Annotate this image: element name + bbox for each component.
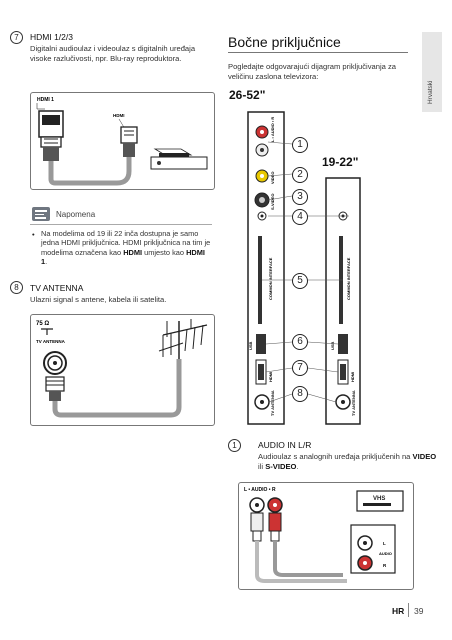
callout-1: 1: [292, 137, 308, 153]
ci-slot-label: COMMON INTERFACE: [268, 257, 273, 300]
footer-page-number: 39: [414, 606, 424, 616]
hdmi-cable-label: HDMI: [113, 113, 125, 118]
ci-slot-label-small: COMMON INTERFACE: [346, 257, 351, 300]
antenna-port-label-large: TV ANTENNA: [270, 390, 275, 416]
item-8-number: 8: [10, 281, 23, 294]
language-tab-label: Hrvatski: [427, 80, 434, 104]
plug-label-r: R: [383, 563, 387, 568]
section-title: Bočne priključnice: [228, 34, 341, 50]
note-bullet: •: [32, 230, 35, 239]
item-1-title: AUDIO IN L/R: [258, 440, 312, 450]
item-7-title: HDMI 1/2/3: [30, 32, 73, 42]
audio-connection-illustration: L • AUDIO • R VHS L AUDIO R: [244, 487, 404, 583]
size-label-large: 26-52": [229, 88, 266, 102]
antenna-port-label: TV ANTENNA: [36, 339, 66, 344]
audio-diagram-port-label: L • AUDIO • R: [244, 487, 276, 493]
vhs-label: VHS: [373, 496, 385, 502]
hdmi-port-label-large: HDMI: [268, 372, 273, 382]
audio-port-label: L • AUDIO • R: [270, 117, 275, 142]
note-text: Na modelima od 19 ili 22 inča dostupna j…: [41, 229, 211, 267]
ohm-label: 75 Ω: [36, 321, 49, 327]
item-7-number: 7: [10, 31, 23, 44]
callout-8: 8: [292, 386, 308, 402]
size-label-small: 19-22": [322, 155, 359, 169]
item-1-number: 1: [228, 439, 241, 452]
callout-4: 4: [292, 209, 308, 225]
hdmi-port-label: HDMI 1: [37, 97, 54, 103]
callout-5: 5: [292, 273, 308, 289]
item-8-text: Ulazni signal s antene, kabela ili satel…: [30, 295, 167, 304]
usb-port-label: USB: [248, 341, 253, 350]
video-port-label: VIDEO: [270, 172, 275, 184]
footer-language: HR: [392, 606, 405, 616]
language-tab: Hrvatski: [422, 32, 442, 112]
item-8-title: TV ANTENNA: [30, 283, 84, 293]
plug-label-l: L: [383, 541, 386, 546]
note-icon: [32, 207, 50, 221]
callout-2: 2: [292, 167, 308, 183]
antenna-connection-illustration: 75 Ω TV ANTENNA: [36, 319, 208, 418]
item-7-text: Digitalni audioulaz i videoulaz s digita…: [30, 44, 196, 63]
callout-7: 7: [292, 360, 308, 376]
title-underline: [228, 52, 408, 53]
hdmi-connection-illustration: HDMI 1 HDMI: [36, 97, 208, 186]
footer-divider: [408, 603, 409, 617]
usb-port-label-small: USB: [330, 341, 335, 350]
note-divider: [30, 224, 212, 225]
plug-label-audio: AUDIO: [379, 551, 392, 556]
side-panel-illustration: L • AUDIO • R VIDEO S-VIDEO COMMON INTER…: [247, 111, 361, 425]
callout-3: 3: [292, 189, 308, 205]
antenna-port-label-small: TV ANTENNA: [351, 390, 356, 416]
audio-diagram: L • AUDIO • R VHS L AUDIO R: [238, 482, 414, 590]
svideo-port-label: S-VIDEO: [270, 194, 275, 210]
note-title: Napomena: [56, 210, 96, 219]
item-1-text: Audioulaz s analognih uređaja priključen…: [258, 452, 437, 471]
antenna-diagram: 75 Ω TV ANTENNA: [30, 314, 215, 426]
side-panel-diagram: L • AUDIO • R VIDEO S-VIDEO COMMON INTER…: [246, 110, 446, 430]
hdmi-port-label-small: HDMI: [350, 372, 355, 382]
hdmi-diagram: HDMI 1 HDMI: [30, 92, 215, 190]
callout-6: 6: [292, 334, 308, 350]
section-intro: Pogledajte odgovarajući dijagram priklju…: [228, 62, 397, 81]
